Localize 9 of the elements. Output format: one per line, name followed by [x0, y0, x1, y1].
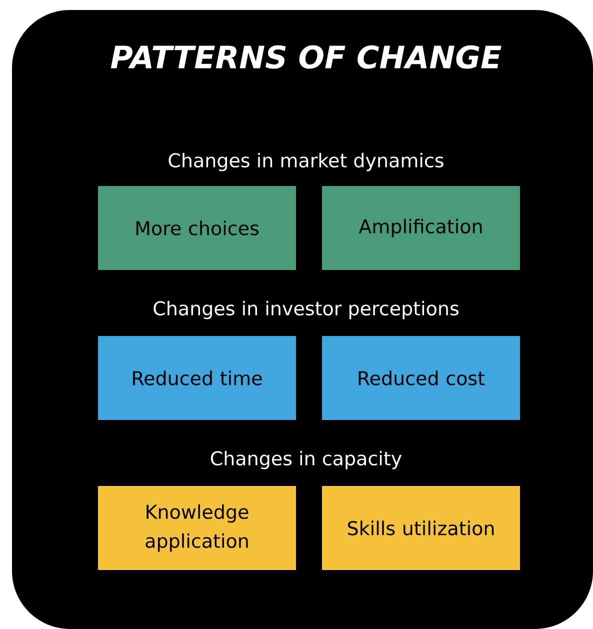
group-heading: Changes in market dynamics	[168, 152, 444, 172]
group-heading: Changes in investor perceptions	[154, 300, 458, 320]
category-box: Reduced time	[98, 336, 296, 420]
category-box: Skills utilization	[322, 486, 520, 570]
group-heading: Changes in capacity	[210, 450, 402, 470]
category-box: Knowledge application	[98, 486, 296, 570]
category-box: Reduced cost	[322, 336, 520, 420]
category-box: Amplification	[322, 186, 520, 270]
category-box: More choices	[98, 186, 296, 270]
